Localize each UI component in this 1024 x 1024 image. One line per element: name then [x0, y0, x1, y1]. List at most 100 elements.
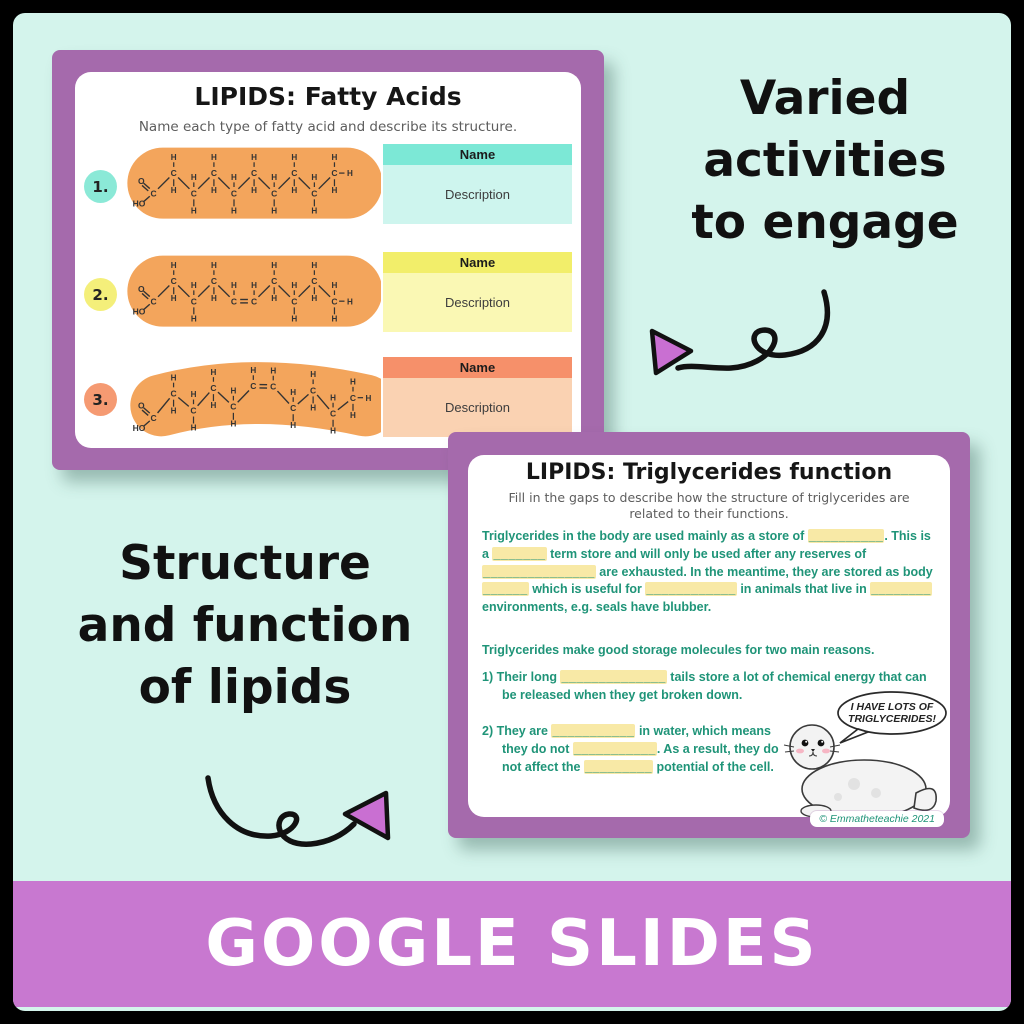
svg-text:C: C	[211, 168, 217, 178]
svg-text:H: H	[366, 394, 372, 403]
svg-text:C: C	[251, 296, 257, 306]
svg-text:H: H	[191, 281, 197, 290]
svg-text:C: C	[310, 385, 316, 395]
svg-text:C: C	[331, 168, 337, 178]
caption-line: and function	[77, 598, 413, 654]
seal-tail-flipper	[913, 787, 937, 812]
svg-text:H: H	[311, 173, 317, 182]
caption-line: Structure	[119, 536, 371, 591]
svg-text:H: H	[310, 370, 316, 379]
caption-varied-activities: Varied activities to engage	[640, 68, 1010, 254]
page-background: Varied activities to engage Structure an…	[13, 13, 1011, 1011]
svg-text:H: H	[171, 186, 177, 195]
svg-text:C: C	[191, 188, 197, 198]
svg-text:H: H	[290, 388, 296, 397]
slide-triglycerides-canvas: LIPIDS: Triglycerides function Fill in t…	[468, 455, 950, 827]
svg-text:H: H	[211, 368, 217, 377]
svg-text:H: H	[231, 173, 237, 182]
gap-blank: ___________	[551, 724, 636, 738]
svg-text:C: C	[151, 296, 157, 306]
seal-cheek	[796, 748, 804, 754]
svg-text:H: H	[330, 393, 336, 402]
gap-blank: _________	[583, 759, 654, 774]
slide-fatty-acids-canvas: LIPIDS: Fatty Acids Name each type of fa…	[75, 72, 581, 448]
svg-text:C: C	[171, 389, 177, 399]
svg-text:C: C	[250, 381, 256, 391]
description-box-body: Description	[383, 378, 572, 437]
svg-text:C: C	[271, 188, 277, 198]
gap-blank: ___________	[572, 741, 657, 756]
speech-bubble: I HAVE LOTS OF TRIGLYCERIDES!	[837, 691, 947, 744]
svg-text:H: H	[171, 153, 177, 162]
svg-text:C: C	[290, 403, 296, 413]
svg-text:H: H	[231, 281, 237, 290]
name-description-box: Name Description	[383, 357, 572, 437]
name-box-header: Name	[383, 357, 572, 378]
description-box-body: Description	[383, 165, 572, 224]
svg-text:H: H	[230, 387, 236, 396]
svg-text:H: H	[347, 297, 353, 306]
svg-text:C: C	[311, 188, 317, 198]
svg-text:C: C	[350, 393, 356, 403]
svg-text:C: C	[311, 276, 317, 286]
svg-text:HO: HO	[133, 423, 146, 433]
svg-text:C: C	[291, 168, 297, 178]
svg-text:C: C	[291, 296, 297, 306]
description-box-body: Description	[383, 273, 572, 332]
svg-text:H: H	[211, 153, 217, 162]
svg-text:C: C	[191, 296, 197, 306]
row-number-badge: 3.	[84, 383, 117, 416]
seal-eye	[801, 739, 809, 747]
arrowhead-icon	[342, 790, 391, 841]
text-segment: term store and will only be used after a…	[546, 546, 867, 561]
svg-text:H: H	[311, 261, 317, 270]
svg-text:H: H	[211, 294, 217, 303]
svg-text:H: H	[271, 261, 277, 270]
svg-text:C: C	[151, 413, 157, 423]
svg-text:C: C	[190, 405, 196, 415]
svg-text:H: H	[332, 314, 338, 323]
seal-nose	[811, 749, 815, 752]
caption-line: of lipids	[138, 660, 352, 716]
svg-text:H: H	[332, 281, 338, 290]
text-segment: . This is a	[482, 529, 931, 561]
name-box-header: Name	[383, 252, 572, 273]
text-segment: Triglycerides in the body are used mainl…	[482, 529, 808, 543]
text-segment: potential of the cell.	[653, 759, 774, 774]
svg-text:HO: HO	[133, 306, 146, 316]
svg-text:H: H	[291, 314, 297, 323]
svg-text:H: H	[171, 294, 177, 303]
svg-text:H: H	[191, 314, 197, 323]
svg-text:C: C	[251, 168, 257, 178]
svg-text:H: H	[191, 173, 197, 182]
svg-text:H: H	[291, 153, 297, 162]
caption-structure-function: Structure and function of lipids	[35, 533, 455, 719]
banner-label: GOOGLE SLIDES	[205, 907, 819, 981]
svg-text:H: H	[291, 281, 297, 290]
svg-text:H: H	[290, 421, 296, 430]
svg-text:H: H	[211, 186, 217, 195]
seal-body	[783, 724, 937, 819]
name-description-box: Name Description	[383, 144, 572, 224]
text-segment: which is useful for	[528, 582, 646, 597]
svg-text:H: H	[271, 206, 277, 215]
svg-text:H: H	[191, 390, 197, 399]
svg-text:C: C	[270, 382, 276, 392]
text-segment: tails store a lot of chemical energy tha…	[502, 670, 927, 702]
svg-text:C: C	[231, 296, 237, 306]
svg-text:C: C	[171, 276, 177, 286]
gap-blank: __________	[807, 529, 885, 543]
gap-blank: ______________	[560, 670, 667, 684]
svg-text:H: H	[350, 411, 356, 420]
svg-text:O: O	[138, 401, 145, 411]
caption-line: to engage	[691, 195, 959, 251]
worksheet-paragraph-3: 1) Their long ______________ tails store…	[482, 669, 934, 705]
svg-text:H: H	[251, 281, 257, 290]
worksheet-paragraph-1: Triglycerides in the body are used mainl…	[482, 528, 940, 617]
svg-text:HO: HO	[133, 198, 146, 208]
svg-text:H: H	[270, 366, 276, 375]
banner-google-slides: GOOGLE SLIDES	[13, 881, 1011, 1007]
